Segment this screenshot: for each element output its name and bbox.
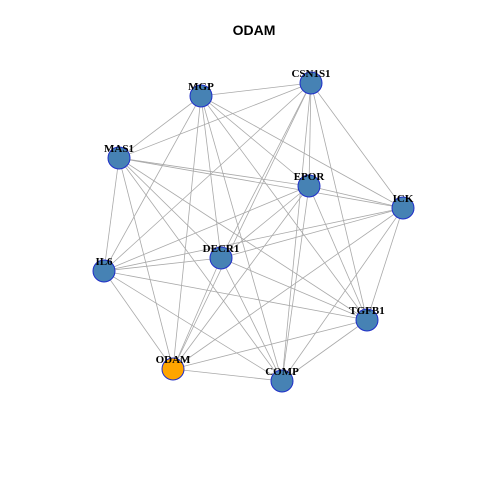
edge-csn1s1-mas1 <box>118 82 312 159</box>
node-tgfb1[interactable] <box>355 308 379 332</box>
edge-epor-ick <box>308 185 404 209</box>
edge-mgp-mas1 <box>118 95 202 159</box>
edge-csn1s1-mgp <box>200 82 312 97</box>
edge-csn1s1-epor <box>308 82 312 187</box>
node-label-mas1: MAS1 <box>104 143 134 155</box>
edge-mgp-odam <box>172 95 202 370</box>
edge-il6-tgfb1 <box>103 270 368 321</box>
node-label-odam: ODAM <box>156 354 191 366</box>
node-ick[interactable] <box>391 196 415 220</box>
edge-mas1-il6 <box>103 157 120 272</box>
node-comp[interactable] <box>270 369 294 393</box>
edge-mgp-tgfb1 <box>200 95 368 321</box>
node-decr1[interactable] <box>209 246 233 270</box>
edge-mas1-epor <box>118 157 310 187</box>
edge-odam-comp <box>172 368 283 382</box>
node-layer <box>92 71 415 393</box>
edge-tgfb1-comp <box>281 319 368 382</box>
node-label-ick: ICK <box>393 193 414 205</box>
edge-csn1s1-odam <box>172 82 312 370</box>
edge-mas1-ick <box>118 157 404 209</box>
edge-mgp-il6 <box>103 95 202 272</box>
edge-epor-decr1 <box>220 185 310 259</box>
edge-epor-il6 <box>103 185 310 272</box>
node-mgp[interactable] <box>189 84 213 108</box>
edge-csn1s1-comp <box>281 82 312 382</box>
edge-ick-odam <box>172 207 404 370</box>
node-odam[interactable] <box>161 357 185 381</box>
node-csn1s1[interactable] <box>299 71 323 95</box>
edge-csn1s1-tgfb1 <box>310 82 368 321</box>
node-label-decr1: DECR1 <box>203 243 240 255</box>
edge-il6-odam <box>103 270 174 370</box>
node-label-tgfb1: TGFB1 <box>349 305 384 317</box>
node-mas1[interactable] <box>107 146 131 170</box>
node-il6[interactable] <box>92 259 116 283</box>
edge-ick-il6 <box>103 207 404 272</box>
edge-mgp-decr1 <box>200 95 222 259</box>
edge-mgp-comp <box>200 95 283 382</box>
edge-csn1s1-ick <box>310 82 404 209</box>
node-epor[interactable] <box>297 174 321 198</box>
edge-decr1-tgfb1 <box>220 257 368 321</box>
edge-ick-decr1 <box>220 207 404 259</box>
edge-mgp-ick <box>200 95 404 209</box>
edge-mas1-odam <box>118 157 174 370</box>
edge-il6-comp <box>103 270 283 382</box>
edge-decr1-odam <box>172 257 222 370</box>
edge-csn1s1-decr1 <box>220 82 312 259</box>
edge-epor-odam <box>172 185 310 370</box>
edge-ick-comp <box>281 207 404 382</box>
edge-mas1-tgfb1 <box>118 157 368 321</box>
edge-layer <box>103 82 404 382</box>
edge-decr1-il6 <box>103 257 222 272</box>
edge-decr1-comp <box>220 257 283 382</box>
edge-tgfb1-odam <box>172 319 368 370</box>
node-label-epor: EPOR <box>294 171 326 183</box>
node-label-comp: COMP <box>265 366 299 378</box>
node-label-csn1s1: CSN1S1 <box>291 68 330 80</box>
edge-mgp-epor <box>200 95 310 187</box>
edge-ick-tgfb1 <box>366 207 404 321</box>
edge-epor-tgfb1 <box>308 185 368 321</box>
edge-mas1-decr1 <box>118 157 222 259</box>
graph-title: ODAM <box>233 22 276 38</box>
edge-csn1s1-il6 <box>103 82 312 272</box>
edge-mas1-comp <box>118 157 283 382</box>
node-label-il6: IL6 <box>95 256 113 268</box>
node-label-mgp: MGP <box>188 81 214 93</box>
